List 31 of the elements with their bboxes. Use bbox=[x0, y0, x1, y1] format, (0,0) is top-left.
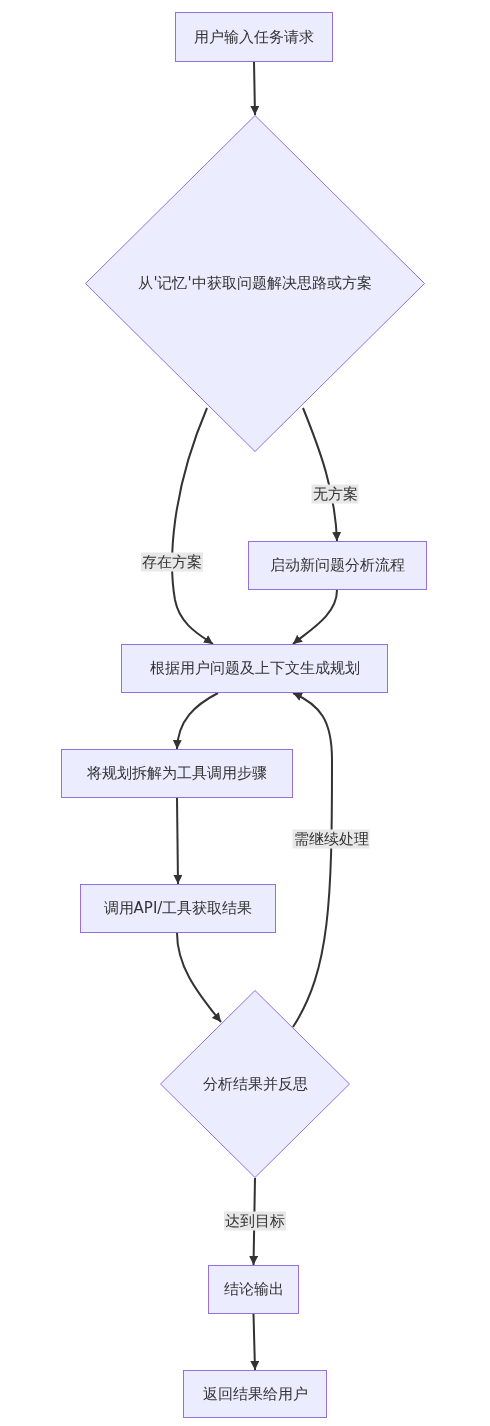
node-text: 返回结果给用户 bbox=[202, 1384, 308, 1404]
edge-label: 需继续处理 bbox=[292, 829, 370, 849]
node-text: 调用API/工具获取结果 bbox=[103, 899, 253, 918]
edge-label: 无方案 bbox=[311, 484, 359, 504]
node-text: 用户输入任务请求 bbox=[194, 27, 314, 47]
arrow bbox=[302, 407, 341, 542]
process-box bbox=[248, 541, 427, 590]
node-text: 将规划拆解为工具调用步骤 bbox=[87, 764, 267, 783]
arrow bbox=[250, 61, 260, 116]
edge-label: 达到目标 bbox=[224, 1211, 286, 1231]
process-box bbox=[121, 644, 388, 693]
arrow bbox=[173, 797, 183, 885]
process-box bbox=[208, 1265, 299, 1314]
node-text: 根据用户问题及上下文生成规划 bbox=[149, 659, 360, 678]
process-box bbox=[80, 884, 276, 933]
node-text: 从'记忆'中获取问题解决思路或方案 bbox=[138, 274, 372, 293]
arrow bbox=[176, 932, 222, 1023]
decision-diamond bbox=[160, 990, 350, 1178]
node-text: 启动新问题分析流程 bbox=[270, 556, 405, 575]
node-text: 结论输出 bbox=[223, 1280, 284, 1299]
process-box bbox=[175, 12, 333, 62]
arrow bbox=[250, 1313, 260, 1371]
arrow bbox=[171, 407, 214, 645]
arrow bbox=[173, 692, 219, 750]
edge-label: 存在方案 bbox=[141, 552, 203, 572]
decision-diamond bbox=[85, 115, 425, 452]
process-box bbox=[183, 1370, 327, 1418]
node-text: 分析结果并反思 bbox=[202, 1074, 308, 1094]
arrow bbox=[292, 692, 333, 1028]
process-box bbox=[61, 749, 293, 798]
arrow bbox=[292, 589, 338, 645]
